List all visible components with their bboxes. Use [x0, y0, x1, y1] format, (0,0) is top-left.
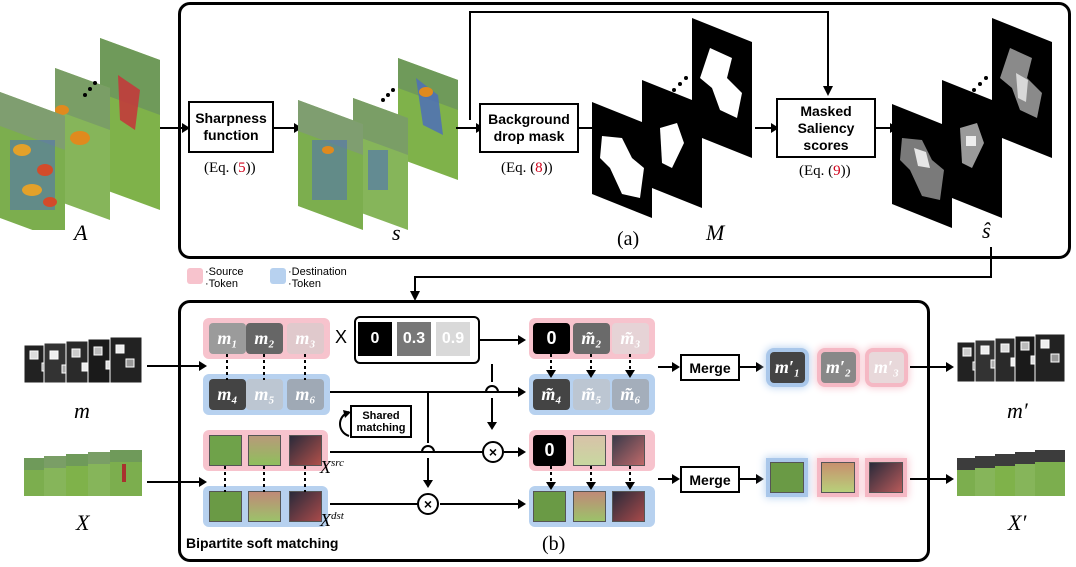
background-drop-mask-box: Background drop mask — [479, 103, 579, 153]
merged-image-frames — [957, 450, 1065, 496]
label-x-input: X — [76, 510, 90, 535]
weighted-token-3: m̃₃ — [612, 323, 649, 354]
image-token-dst-2 — [248, 491, 281, 522]
image-token-dst-1 — [209, 491, 242, 522]
label-x-prime: X′ — [1008, 510, 1027, 535]
merged-token-3: m′₃ — [869, 352, 904, 383]
legend-destination-label: ·Destination·Token — [288, 266, 347, 290]
mask-frames — [592, 18, 752, 218]
legend-source-label: ·Source·Token — [205, 266, 244, 290]
eq-5-ref: (Eq. (5)) — [204, 160, 256, 176]
masked-saliency-frames — [892, 18, 1052, 228]
matching-links — [224, 466, 306, 492]
arrow — [147, 361, 207, 371]
arrow — [910, 474, 954, 484]
merged-image-token-1 — [770, 462, 804, 493]
arrow — [160, 123, 190, 133]
panel-b-flow-lines — [330, 335, 526, 509]
image-token-dst-3 — [289, 491, 322, 522]
bipartite-soft-matching-title: Bipartite soft matching — [186, 535, 339, 551]
panel-a-label: (a) — [617, 228, 640, 250]
shared-matching-curve-arrow — [339, 410, 351, 437]
label-m-input: m — [74, 398, 90, 423]
merged-mask-grids — [956, 333, 1066, 383]
label-x-src: Xsrc — [320, 457, 345, 477]
weighted-token-2: m̃₂ — [573, 323, 610, 354]
token-m3: m₃ — [287, 323, 324, 354]
weighted-image-token-3 — [612, 435, 645, 466]
saliency-score-box — [354, 316, 480, 364]
masked-saliency-scores-box: Masked Saliency scores — [776, 98, 876, 158]
score-09: 0.9 — [436, 322, 470, 356]
merged-token-1: m′₁ — [770, 352, 805, 383]
sharpness-function-box: Sharpness function — [188, 101, 274, 153]
label-s-hat: ŝ — [982, 218, 991, 243]
arrow — [658, 362, 680, 372]
legend-source-swatch — [187, 268, 203, 284]
matching-links — [226, 354, 306, 380]
label-s: s — [392, 220, 401, 245]
mask-token-grids — [23, 336, 143, 384]
arrow — [740, 362, 764, 372]
weighted-token-5: m̃₅ — [573, 379, 610, 410]
token-m4: m₄ — [209, 379, 246, 410]
label-mask-m: M — [706, 220, 725, 245]
merged-token-2: m′₂ — [821, 352, 856, 383]
weighted-image-token-4 — [533, 491, 566, 522]
shat-to-panel-b-arrow — [410, 247, 992, 301]
weighted-token-1: 0 — [533, 323, 570, 354]
eq-8-ref: (Eq. (8)) — [501, 160, 553, 176]
legend-destination-swatch — [270, 268, 286, 284]
weighted-token-6: m̃₆ — [612, 379, 649, 410]
weighted-image-token-2 — [573, 435, 606, 466]
token-m2: m₂ — [246, 323, 283, 354]
panel-b-label: (b) — [542, 533, 566, 555]
merge-box-mask: Merge — [680, 354, 740, 381]
label-a-input: A — [74, 220, 88, 245]
panel-a-frame — [178, 2, 1071, 259]
weighted-token-4: m̃₄ — [533, 379, 570, 410]
sharpness-frames — [298, 58, 458, 230]
score-0: 0 — [358, 322, 392, 356]
merged-image-token-3 — [869, 462, 903, 493]
label-m-prime: m′ — [1007, 398, 1028, 423]
token-m1: m₁ — [209, 323, 246, 354]
weighted-image-token-5 — [573, 491, 606, 522]
image-token-src-1 — [209, 435, 242, 466]
multiply-op-src: × — [482, 441, 504, 463]
image-token-src-2 — [248, 435, 281, 466]
weighted-image-token-6 — [612, 491, 645, 522]
arrow — [147, 477, 207, 487]
merge-arrows — [546, 466, 635, 490]
token-m5: m₅ — [246, 379, 283, 410]
image-token-frames — [24, 450, 142, 496]
score-03: 0.3 — [397, 322, 431, 356]
merge-arrows — [546, 354, 635, 378]
token-m6: m₆ — [287, 379, 324, 410]
arrow — [740, 474, 764, 484]
merge-box-image: Merge — [680, 466, 740, 493]
arrow — [755, 123, 779, 133]
multiply-symbol: X — [335, 327, 348, 347]
weighted-image-token-1: 0 — [533, 435, 566, 466]
label-x-dst: Xdst — [320, 510, 344, 530]
image-token-src-3 — [289, 435, 322, 466]
arrow — [658, 474, 680, 484]
shared-matching-label: Shared matching — [350, 405, 412, 438]
panel-b-frame — [178, 300, 930, 562]
skip-connection-arrow — [469, 11, 833, 120]
merged-image-token-2 — [821, 462, 855, 493]
arrow — [910, 362, 954, 372]
eq-9-ref: (Eq. (9)) — [799, 163, 851, 179]
attention-map-frames — [0, 38, 160, 230]
multiply-op-dst: × — [417, 493, 439, 515]
